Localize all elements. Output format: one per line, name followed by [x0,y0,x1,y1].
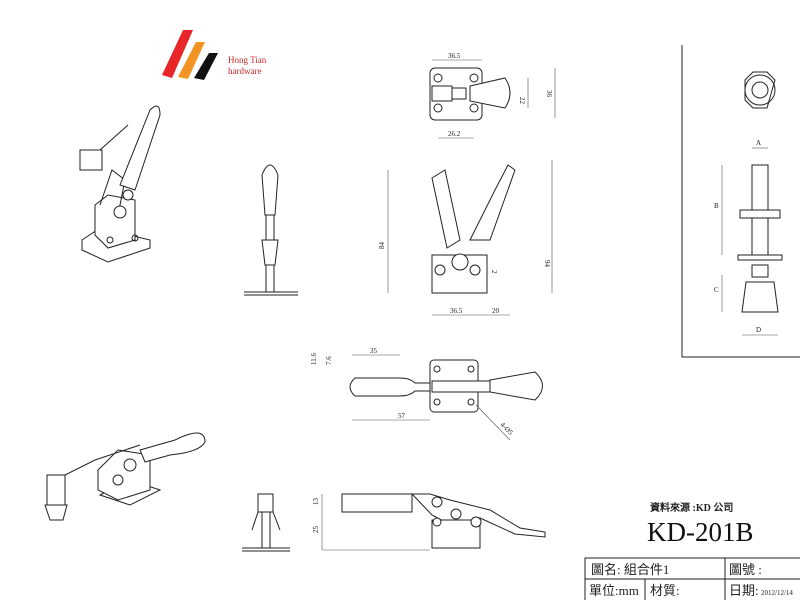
dim-base: 36.5 [450,307,463,315]
spindle-detail-panel: A B C D [681,45,800,358]
plan-view: 35 57 11.6 7.6 4-Ø5 [310,347,543,441]
dim-height: 36 [545,90,553,98]
dim-height-open: 84 [378,242,386,250]
dim-7-6: 7.6 [325,356,333,365]
dim-a: A [756,139,761,147]
model-number: KD-201B [647,517,754,547]
dim-b: B [714,202,719,210]
dim-holes: 4-Ø5 [499,421,515,437]
drawing-number: 圖號 : [729,562,762,577]
date-label: 日期: [729,583,759,598]
dim-handle-width: 22 [518,97,526,105]
dim-13: 13 [312,498,320,506]
title-block: 資料來源 :KD 公司 KD-201B 圖名: 組合件1 圖號 : 單位:mm … [584,501,800,600]
source-text: 資料來源 :KD 公司 [650,501,733,514]
material: 材質: [650,583,680,598]
date-value: 2012/12/14 [761,589,793,597]
dim-11-6: 11.6 [310,353,318,365]
drawing-name: 圖名: 組合件1 [591,562,669,577]
dim-height-total: 94 [543,260,551,268]
bottom-front-view [242,493,290,552]
dim-c: C [714,286,719,294]
logo-line1: Hong Tian [228,55,267,65]
front-view [244,164,298,296]
dim-57: 57 [398,412,406,420]
company-logo: Hong Tian hardware [162,30,267,80]
dim-25: 25 [312,526,320,534]
unit: 單位:mm [589,583,639,598]
dim-d: D [756,326,761,334]
dim-hole-spacing: 26.2 [448,130,461,138]
bottom-side-view: 13 25 [312,493,546,551]
logo-line2: hardware [228,66,261,76]
isometric-view-vertical [79,105,161,263]
isometric-view-horizontal [44,432,206,521]
dim-small: 2 [490,270,498,274]
dim-width: 36.5 [448,52,461,60]
top-view: 36.5 26.2 22 36 [429,52,556,139]
side-view: 84 94 2 36.5 20 [378,160,553,316]
dim-offset: 20 [492,307,500,315]
dim-35: 35 [370,347,378,355]
